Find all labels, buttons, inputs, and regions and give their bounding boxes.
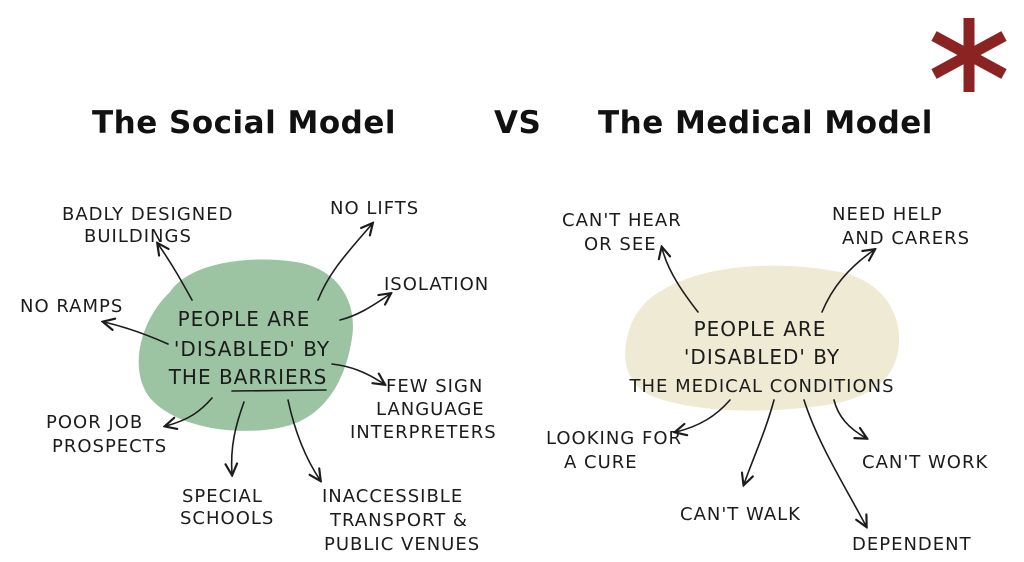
arrow-to-need-help-and-carers [821,250,874,313]
label-poor-job-line-1: POOR JOB [46,412,143,433]
medical-center-line-1: PEOPLE ARE [694,317,827,341]
arrow-to-badly-designed-buildings [158,244,193,301]
label-need-help-line-1: NEED HELP [832,204,943,225]
arrow-to-poor-job-prospects [166,397,213,426]
label-dependent: DEPENDENT [852,534,972,555]
label-isolation: ISOLATION [384,274,489,295]
arrow-to-special-schools [232,401,245,474]
label-few-sign-line-3: INTERPRETERS [350,422,497,443]
arrow-to-dependent [803,399,866,526]
arrow-to-no-ramps [104,322,169,345]
social-model-blob [138,259,353,431]
label-no-ramps: NO RAMPS [20,296,123,317]
label-looking-for-cure-line-1: LOOKING FOR [546,428,682,449]
social-center-line-1: PEOPLE ARE [178,307,311,331]
label-need-help-line-2: AND CARERS [842,228,970,249]
label-inaccessible-line-2: TRANSPORT & [329,510,468,531]
label-few-sign-line-2: LANGUAGE [376,399,485,420]
arrow-to-few-sign-language [331,363,384,384]
versus-label: VS [494,105,542,141]
label-badly-designed-line-1: BADLY DESIGNED [62,204,234,225]
arrow-to-no-lifts [317,224,372,301]
label-cant-hear-line-2: OR SEE [584,234,657,255]
medical-center-line-2: 'DISABLED' BY [684,345,840,369]
label-cant-walk: CAN'T WALK [680,504,801,525]
arrow-to-inaccessible-transport [287,399,320,480]
arrow-to-cant-hear-or-see [662,248,699,313]
medical-model-blob [625,265,900,411]
label-special-schools-line-1: SPECIAL [182,486,263,507]
label-poor-job-line-2: PROSPECTS [52,436,167,457]
barriers-underline [231,389,327,392]
arrow-to-cant-work [833,399,866,438]
label-special-schools-line-2: SCHOOLS [180,508,274,529]
medical-model-title: The Medical Model [598,105,933,141]
arrow-to-looking-for-a-cure [676,399,731,432]
arrow-to-isolation [339,294,390,321]
label-inaccessible-line-3: PUBLIC VENUES [324,534,480,555]
asterisk-icon [931,18,1007,92]
social-center-line-3: THE BARRIERS [168,365,328,389]
label-looking-for-cure-line-2: A CURE [564,452,638,473]
label-few-sign-line-1: FEW SIGN [386,376,483,397]
social-model-title: The Social Model [92,105,396,141]
label-cant-work: CAN'T WORK [862,452,988,473]
label-inaccessible-line-1: INACCESSIBLE [322,486,463,507]
social-center-line-2: 'DISABLED' BY [174,337,330,361]
label-badly-designed-line-2: BUILDINGS [84,226,192,247]
label-cant-hear-line-1: CAN'T HEAR [562,210,682,231]
medical-center-line-3: THE MEDICAL CONDITIONS [628,376,894,397]
arrow-to-cant-walk [744,399,775,484]
label-no-lifts: NO LIFTS [330,198,419,219]
